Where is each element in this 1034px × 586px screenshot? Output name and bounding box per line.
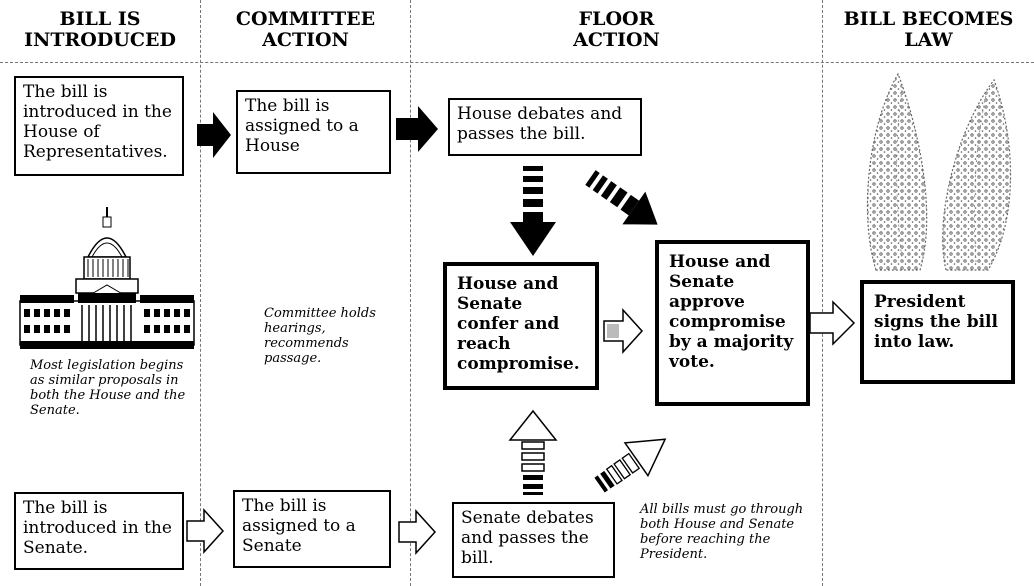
box-house-introduced: The bill is introduced in the House of R… bbox=[14, 76, 184, 176]
outline-arrow-icon bbox=[809, 300, 856, 346]
box-approve: House and Senate approve compromise by a… bbox=[655, 240, 810, 406]
solid-arrow-icon bbox=[396, 106, 438, 152]
column-divider bbox=[200, 0, 201, 586]
box-senate-introduced: The bill is introduced in the Senate. bbox=[14, 492, 184, 570]
solid-arrow-icon bbox=[197, 112, 231, 158]
box-senate-committee: The bill is assigned to a Senate bbox=[233, 490, 391, 568]
header-law: BILL BECOMES LAW bbox=[843, 8, 1014, 51]
striped-arrow-icon bbox=[585, 170, 658, 225]
column-divider bbox=[410, 0, 411, 586]
striped-arrow-icon bbox=[594, 438, 667, 493]
header-committee: COMMITTEE ACTION bbox=[235, 8, 376, 51]
header-divider bbox=[0, 62, 1034, 63]
note-all-bills: All bills must go through both House and… bbox=[640, 502, 804, 562]
box-house-floor: House debates and passes the bill. bbox=[448, 98, 642, 156]
outline-arrow-icon bbox=[398, 509, 437, 555]
column-divider bbox=[822, 0, 823, 586]
header-introduced: BILL IS INTRODUCED bbox=[24, 8, 176, 51]
header-floor: FLOOR ACTION bbox=[573, 8, 660, 51]
note-committee: Committee holds hearings, recommends pas… bbox=[264, 306, 376, 366]
president-hands-icon bbox=[866, 72, 1012, 271]
outline-arrow-icon bbox=[603, 308, 644, 354]
striped-arrow-icon bbox=[508, 409, 558, 495]
capitol-building-icon bbox=[19, 207, 195, 349]
note-legislation: Most legislation begins as similar propo… bbox=[30, 358, 186, 418]
box-senate-floor: Senate debates and passes the bill. bbox=[452, 502, 615, 578]
box-confer: House and Senate confer and reach compro… bbox=[443, 262, 599, 390]
striped-arrow-icon bbox=[510, 166, 556, 256]
outline-arrow-icon bbox=[186, 508, 225, 554]
box-house-committee: The bill is assigned to a House bbox=[236, 90, 391, 174]
box-president: President signs the bill into law. bbox=[860, 280, 1015, 384]
